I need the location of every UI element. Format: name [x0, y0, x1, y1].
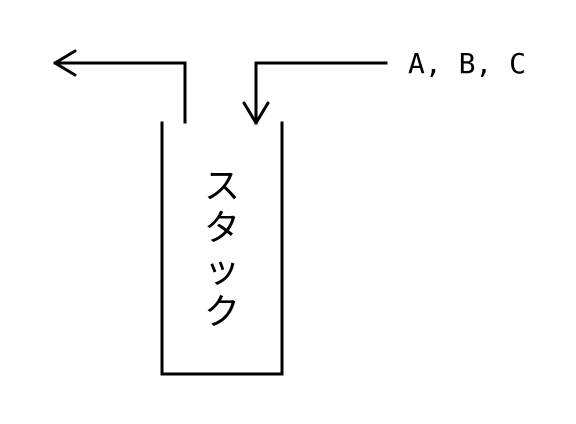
push-arrow-line: [254, 61, 388, 125]
svg-text:スタック: スタック: [204, 166, 240, 333]
arrow-left-icon: [53, 49, 77, 77]
stack-label: スタック: [204, 166, 240, 333]
pop-arrow-line: [53, 61, 187, 124]
stack-label-char: ッ: [204, 250, 240, 291]
stack-container: [160, 121, 284, 376]
stack-label-char: ス: [204, 166, 240, 207]
push-arrow: [242, 61, 388, 125]
arrow-down-icon: [242, 101, 270, 125]
stack-label-char: タ: [204, 208, 240, 249]
input-items-label: A, B, C: [408, 47, 526, 80]
stack-label-char: ク: [204, 292, 240, 333]
pop-arrow: [53, 49, 187, 124]
